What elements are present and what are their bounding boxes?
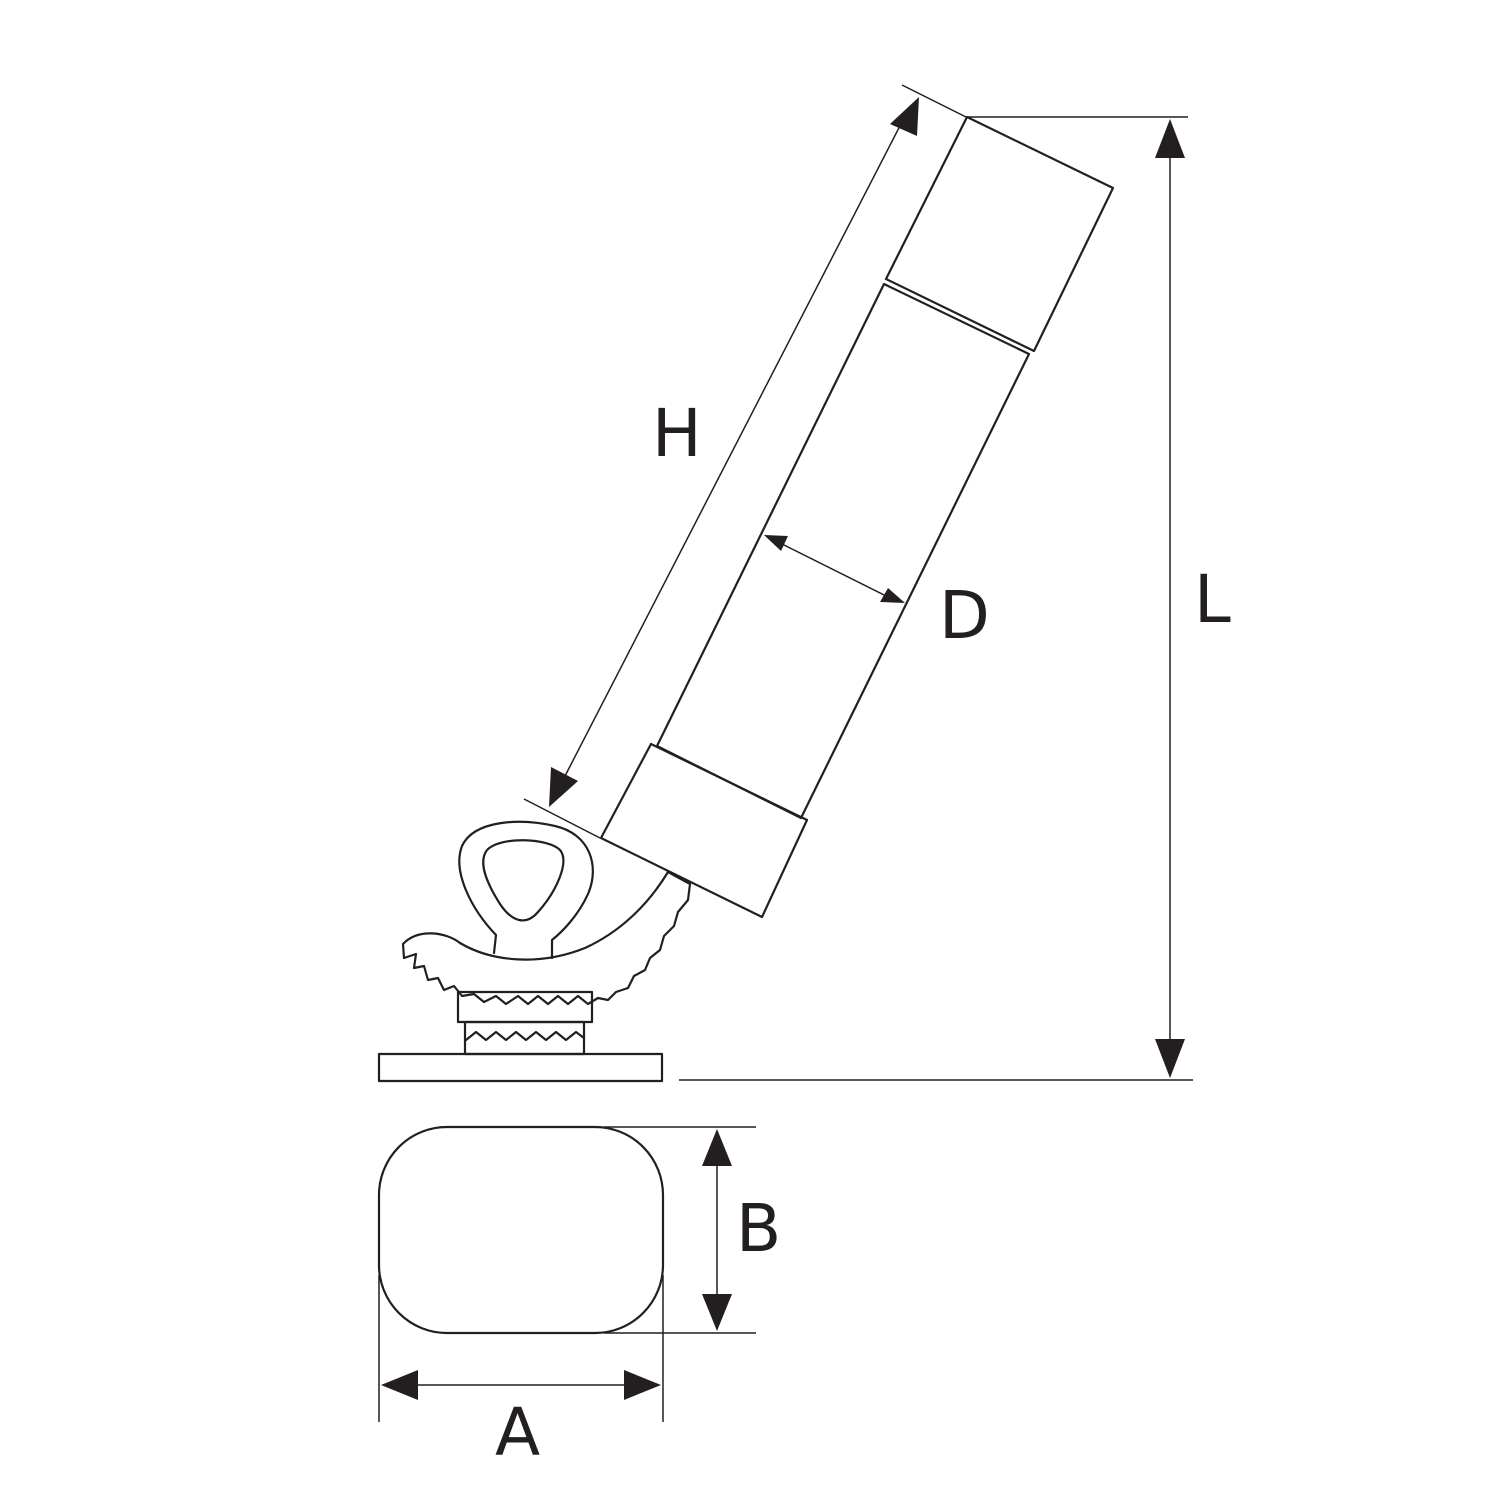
a-arrow-right (624, 1370, 661, 1400)
dimension-a: A (378, 1275, 664, 1471)
h-label: H (652, 395, 702, 472)
stem-knurl (464, 1030, 586, 1042)
dimension-d: D (764, 535, 990, 654)
h-extension-bottom (523, 798, 601, 839)
swivel-mount (377, 820, 692, 1083)
h-arrow-top (890, 97, 919, 136)
lower-collar (599, 742, 809, 919)
h-dimension-line (564, 119, 904, 777)
wing-nut-hole (482, 839, 565, 922)
l-label: L (1194, 561, 1231, 638)
base-plate-side (377, 1052, 664, 1083)
a-label: A (495, 1394, 540, 1471)
base-plate-top (377, 1125, 665, 1335)
d-arrow-left (764, 535, 788, 551)
tube-body (655, 282, 1031, 820)
d-label: D (939, 577, 990, 654)
b-arrow-top (702, 1129, 732, 1166)
d-dimension-line (777, 541, 891, 599)
l-arrow-bottom (1155, 1039, 1185, 1078)
b-label: B (736, 1190, 781, 1267)
rod-holder-tube (599, 115, 1115, 919)
dimension-b: B (604, 1126, 781, 1334)
l-arrow-top (1155, 119, 1185, 158)
a-arrow-left (381, 1370, 418, 1400)
dimension-l: L (679, 116, 1231, 1081)
wing-nut (458, 820, 594, 960)
b-arrow-bottom (702, 1294, 732, 1331)
dimension-h: H (523, 84, 967, 839)
ratchet-clamp (401, 870, 692, 1006)
d-arrow-right (880, 588, 905, 603)
h-extension-top (901, 84, 967, 118)
top-end-cap (884, 115, 1115, 353)
h-arrow-bottom (549, 767, 578, 807)
